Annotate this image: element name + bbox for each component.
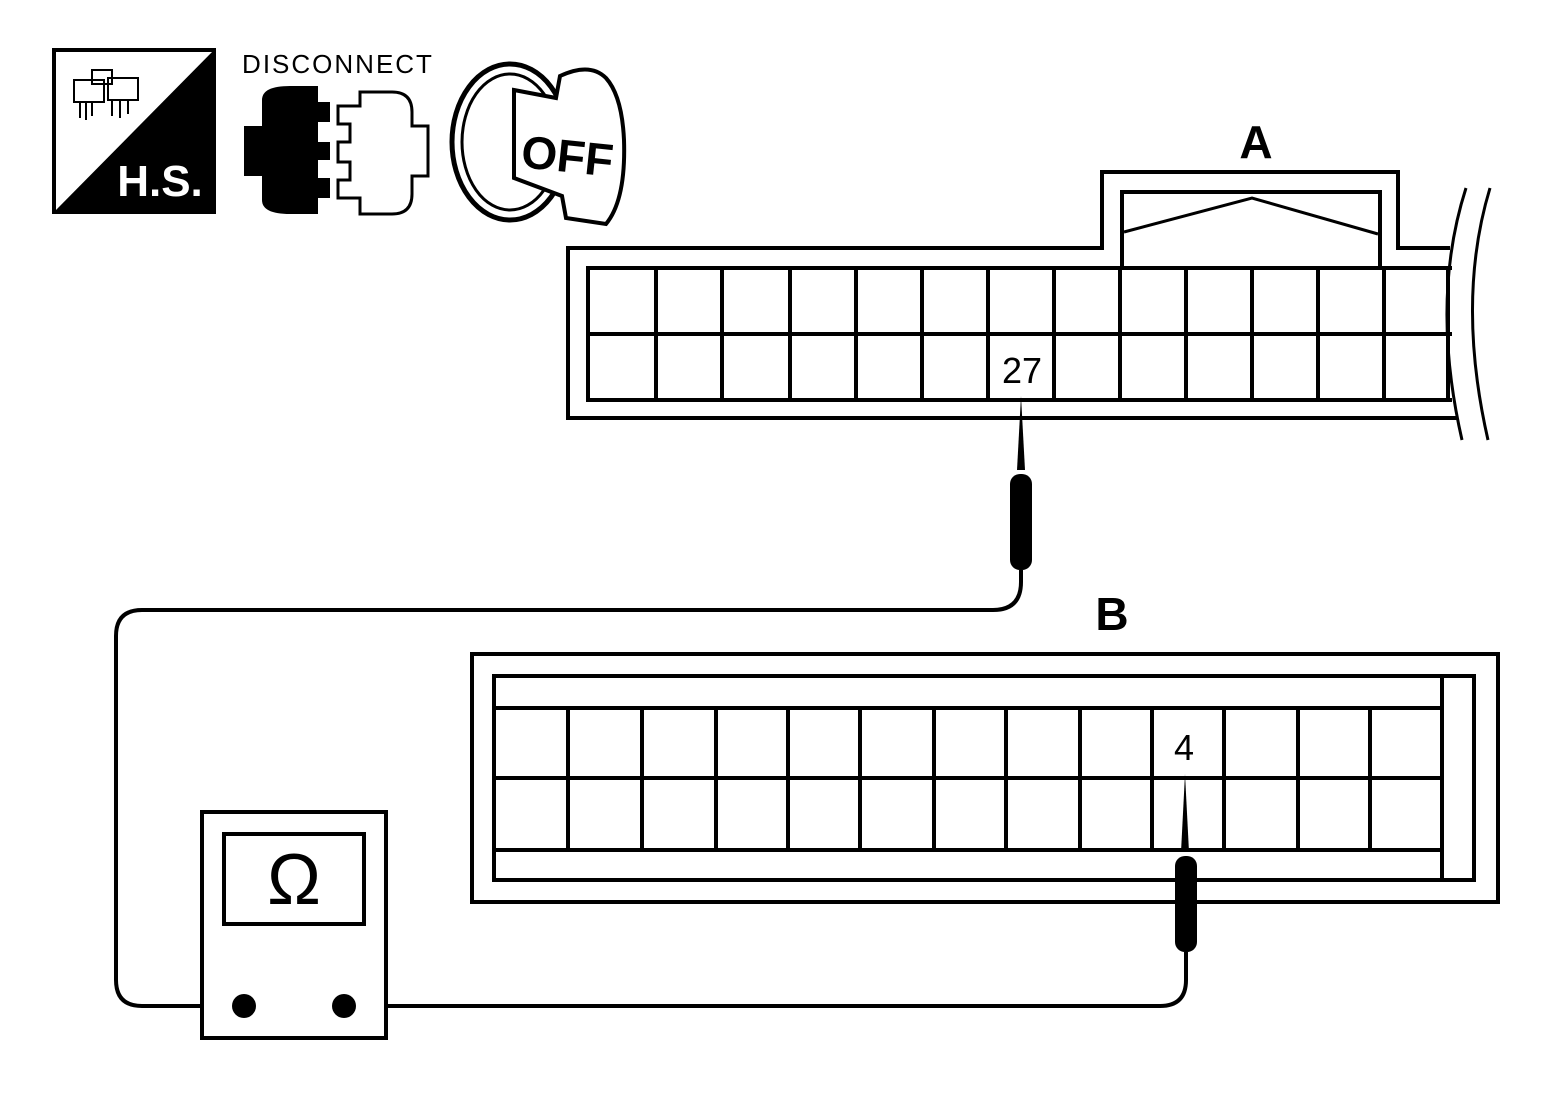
disconnect-label: DISCONNECT <box>242 49 434 79</box>
ohmmeter: Ω <box>200 810 388 1040</box>
ohmmeter-terminal-negative <box>232 994 256 1018</box>
connector-a-label: A <box>1239 116 1272 168</box>
connector-b: B 4 <box>470 588 1500 904</box>
ignition-off-label: OFF <box>519 125 616 186</box>
connector-a: A 27 <box>566 116 1492 441</box>
connector-b-label: B <box>1095 588 1128 640</box>
harness-side-icon: H.S. <box>52 48 216 214</box>
ohmmeter-terminal-positive <box>332 994 356 1018</box>
connector-a-pin-label: 27 <box>1002 350 1042 391</box>
connector-a-cavity-grid <box>588 268 1452 400</box>
connector-b-cavity-grid <box>494 706 1442 852</box>
probe-b <box>344 774 1197 1008</box>
ignition-off-icon: OFF <box>449 61 627 227</box>
pin-27-label-bg <box>998 344 1048 388</box>
probe-a <box>114 396 1032 1008</box>
disconnect-icon: DISCONNECT <box>242 49 434 216</box>
harness-side-label: H.S. <box>117 157 203 206</box>
ohm-symbol: Ω <box>267 840 321 920</box>
connector-b-pin-label: 4 <box>1174 727 1194 768</box>
pin-4-label-bg <box>1168 722 1200 766</box>
ohmmeter-display <box>222 832 366 926</box>
